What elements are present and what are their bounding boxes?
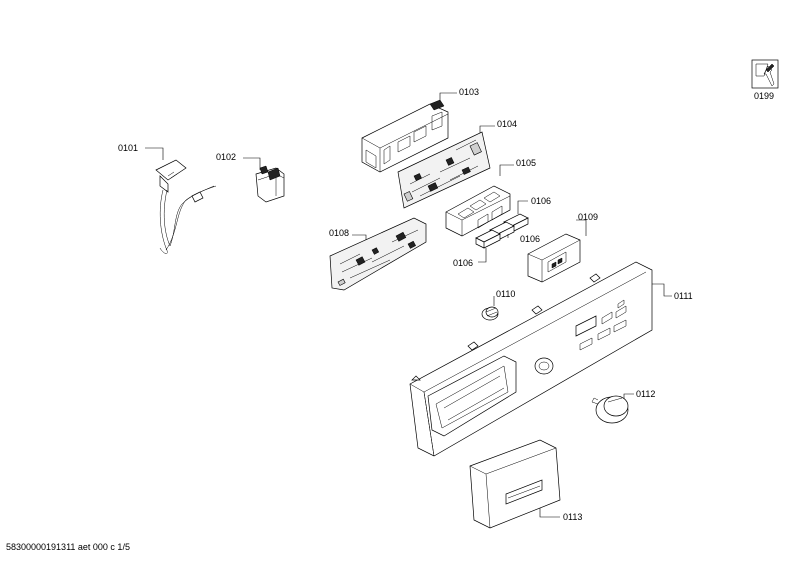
selector-knob-part[interactable] xyxy=(591,393,634,424)
label-0110: 0110 xyxy=(496,289,515,299)
suppressor-part[interactable] xyxy=(243,157,285,203)
display-pcb-part[interactable] xyxy=(329,217,427,291)
label-0102: 0102 xyxy=(216,152,236,162)
label-0109: 0109 xyxy=(578,212,598,222)
label-0112: 0112 xyxy=(636,389,655,399)
label-0106-bottom: 0106 xyxy=(453,258,473,268)
module-housing-part[interactable] xyxy=(361,92,457,173)
label-0108: 0108 xyxy=(329,228,349,238)
control-panel-fascia-part[interactable] xyxy=(409,261,672,457)
button-keys-part[interactable] xyxy=(475,200,529,263)
label-0106-top: 0106 xyxy=(531,196,551,206)
label-0199: 0199 xyxy=(754,91,774,101)
label-0103: 0103 xyxy=(459,87,479,97)
label-0113: 0113 xyxy=(563,512,582,522)
power-module-pcb-part[interactable] xyxy=(397,125,495,209)
label-0105: 0105 xyxy=(516,158,536,168)
program-selector-part[interactable] xyxy=(481,296,499,321)
drawer-front-part[interactable] xyxy=(469,439,561,529)
button-carrier-part[interactable] xyxy=(445,164,514,237)
label-0106-mid: 0106 xyxy=(520,234,540,244)
label-0111: 0111 xyxy=(674,291,693,301)
label-0101: 0101 xyxy=(118,143,138,153)
display-frame-part[interactable] xyxy=(527,219,587,283)
document-footer: 58300000191311 aet 000 c 1/5 xyxy=(6,542,130,552)
service-wrench-icon xyxy=(751,59,779,89)
label-0104: 0104 xyxy=(497,119,517,129)
mains-cable-part[interactable] xyxy=(145,147,217,254)
